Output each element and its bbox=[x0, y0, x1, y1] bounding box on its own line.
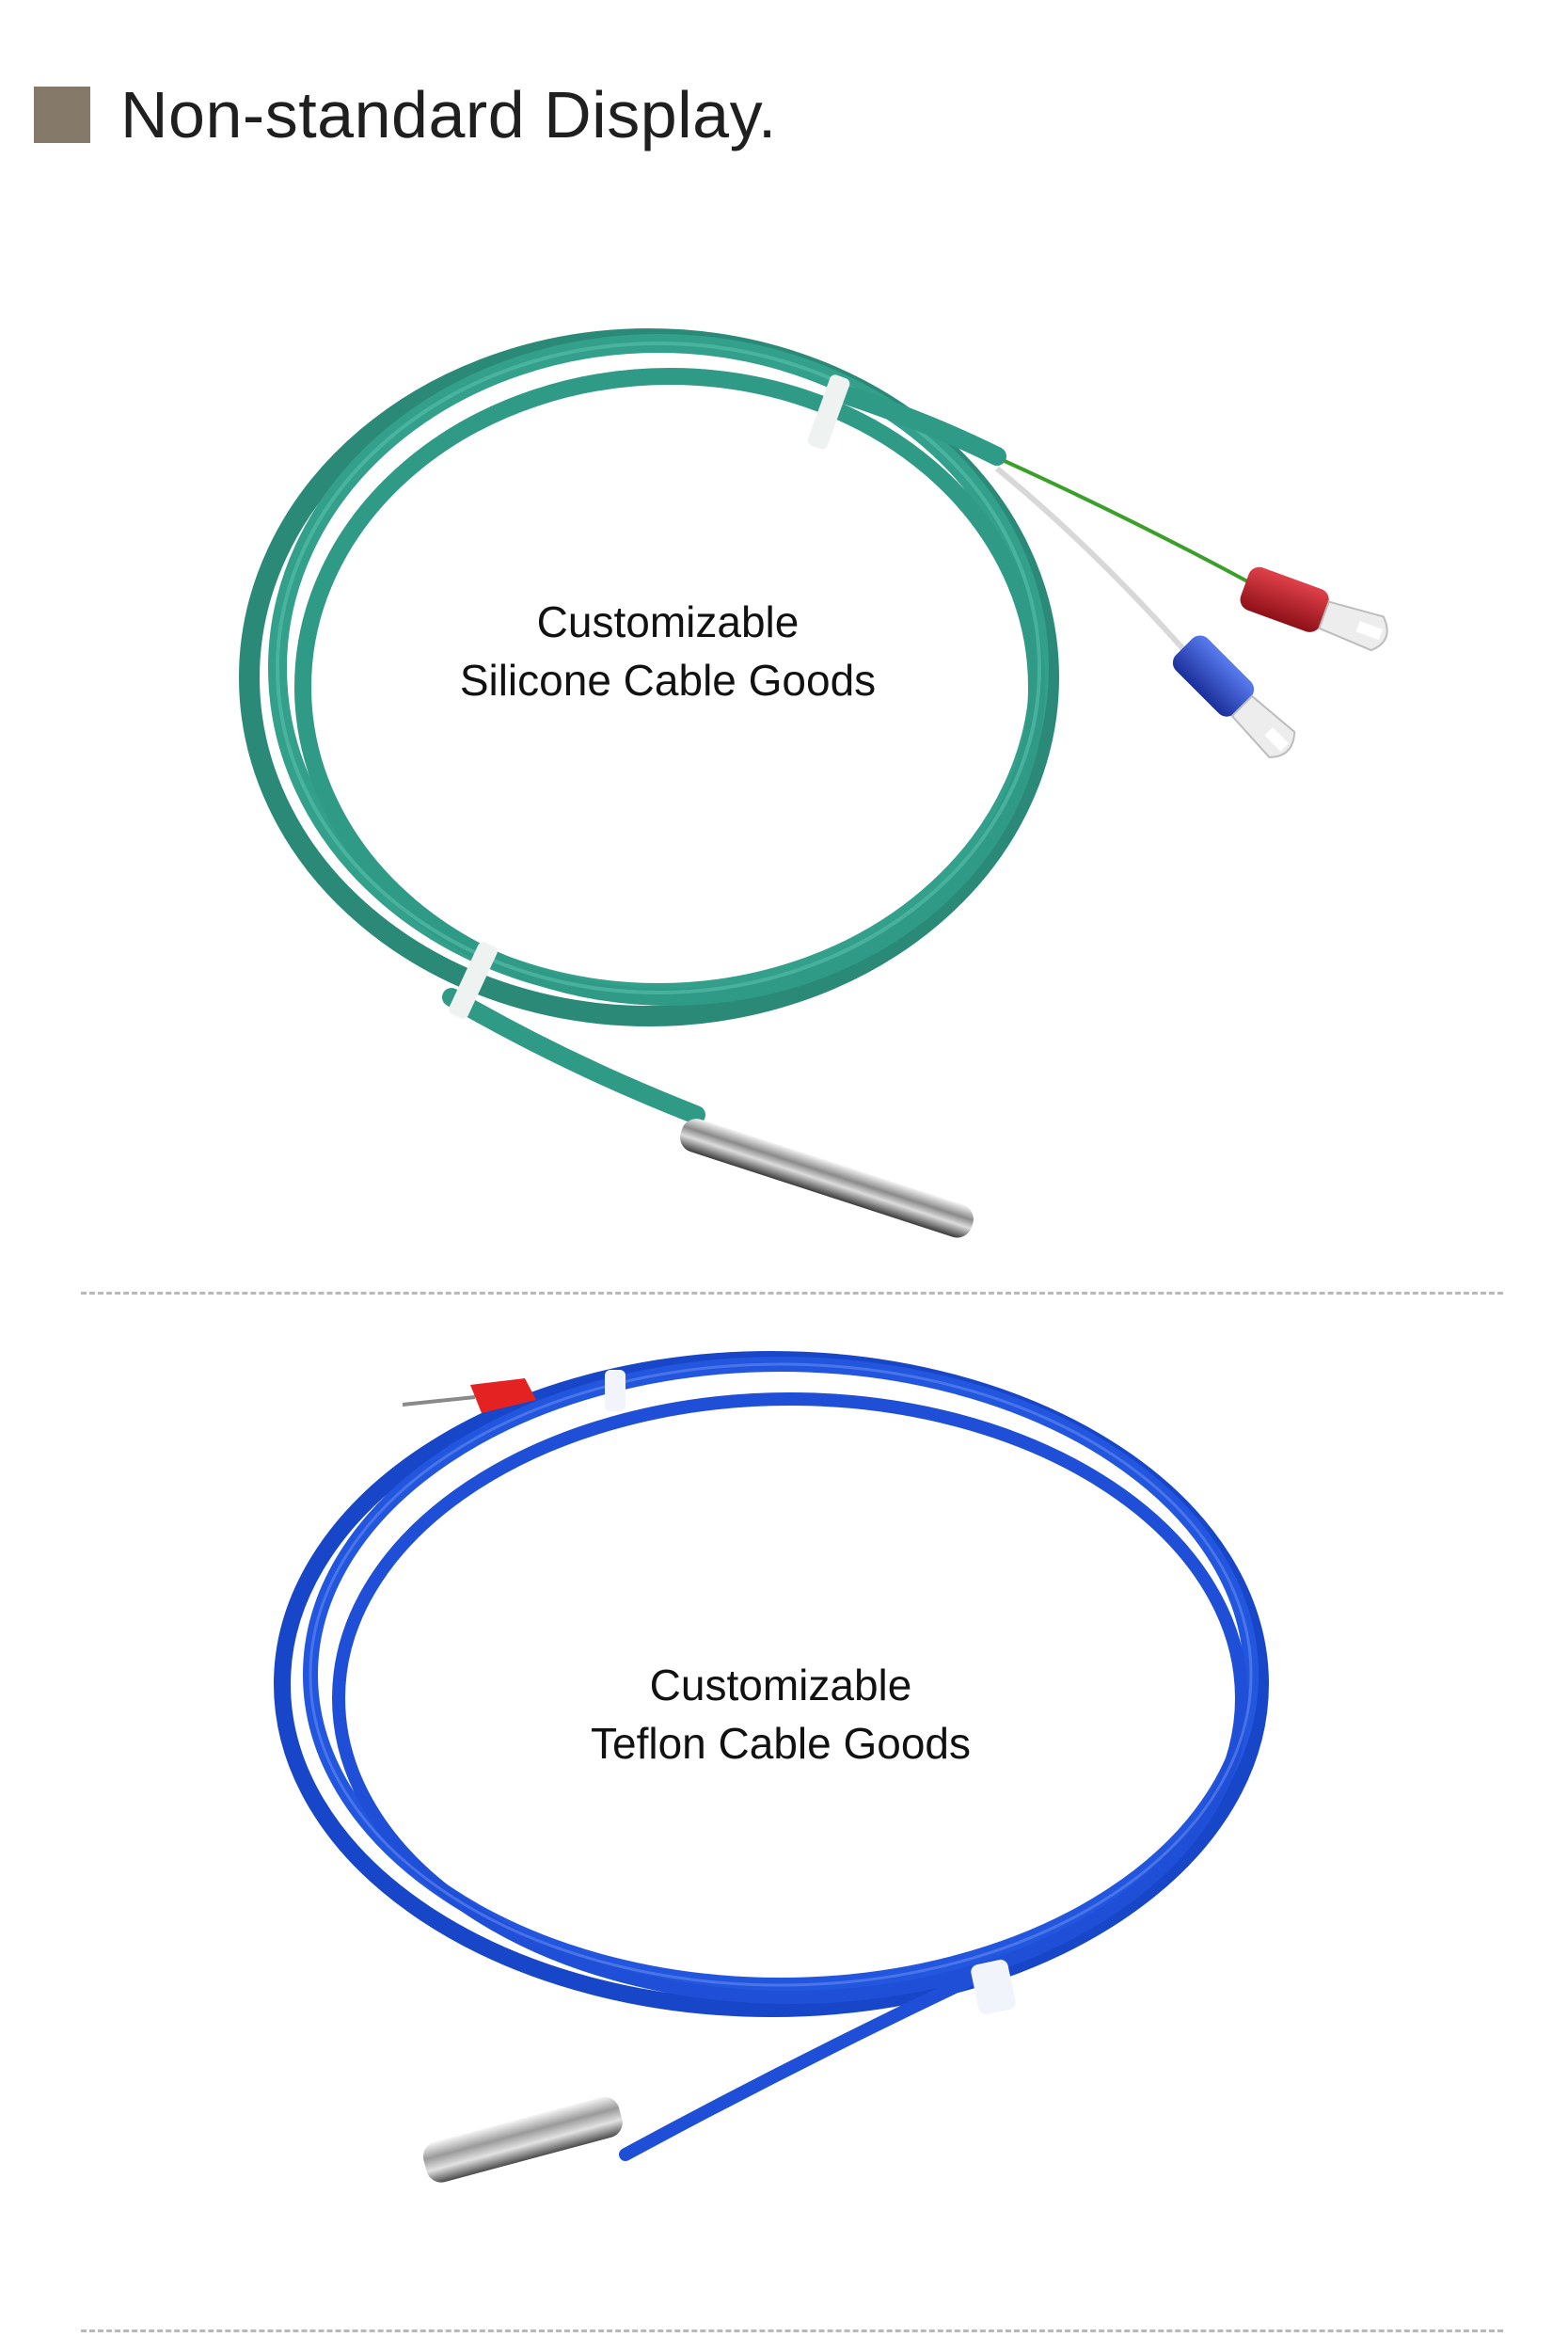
cable-tie bbox=[605, 1370, 626, 1411]
caption-line-2: Silicone Cable Goods bbox=[459, 656, 877, 705]
dashed-divider bbox=[81, 2329, 1503, 2332]
cable-coil bbox=[294, 368, 1045, 1006]
header-square-icon bbox=[34, 87, 90, 143]
cable-coil bbox=[332, 1392, 1248, 2004]
teflon-cable-photo bbox=[274, 1351, 1269, 2183]
steel-probe bbox=[680, 1119, 974, 1238]
page-title: Non-standard Display. bbox=[120, 78, 777, 151]
product-panel-silicone: Customizable Silicone Cable Goods bbox=[0, 282, 1568, 1261]
product-caption-silicone: Customizable Silicone Cable Goods bbox=[395, 593, 941, 709]
cable-tie bbox=[971, 1959, 1016, 2015]
silicone-cable-photo bbox=[239, 328, 1388, 1238]
caption-line-1: Customizable bbox=[536, 597, 800, 646]
section-header: Non-standard Display. bbox=[34, 68, 777, 162]
caption-line-1: Customizable bbox=[649, 1661, 912, 1709]
product-panel-teflon: Customizable Teflon Cable Goods bbox=[0, 1327, 1568, 2305]
steel-probe bbox=[422, 2096, 623, 2183]
cable-tie bbox=[807, 374, 850, 450]
cable-tie bbox=[449, 942, 498, 1019]
caption-line-2: Teflon Cable Goods bbox=[590, 1719, 972, 1768]
blue-terminal bbox=[1172, 635, 1296, 758]
red-terminal bbox=[1240, 566, 1388, 652]
red-terminal bbox=[470, 1378, 536, 1413]
product-caption-teflon: Customizable Teflon Cable Goods bbox=[508, 1656, 1053, 1773]
dashed-divider bbox=[81, 1292, 1503, 1295]
